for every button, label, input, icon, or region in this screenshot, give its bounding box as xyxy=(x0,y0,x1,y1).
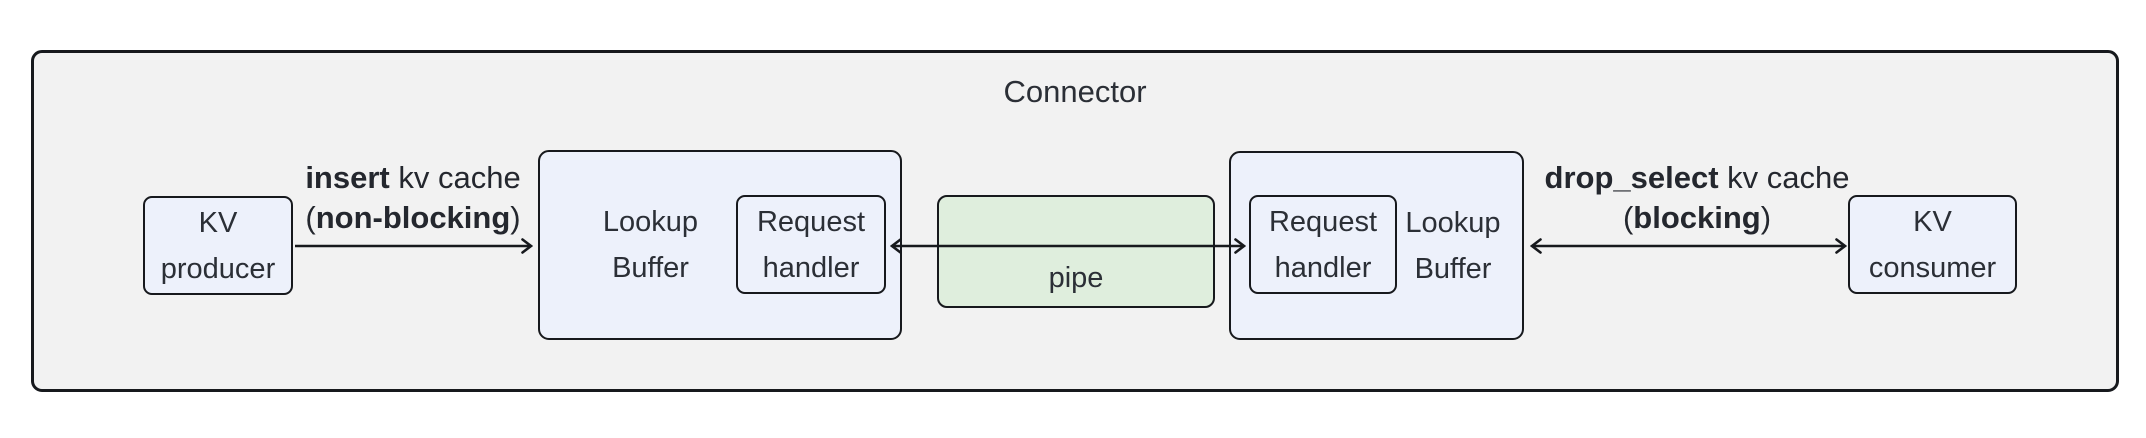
lookup-buffer-left-line2: Buffer xyxy=(612,252,689,284)
node-kv-consumer-line2: consumer xyxy=(1868,251,1997,284)
request-handler-left-line1: Request xyxy=(756,205,865,238)
edge-drop-select-bold: drop_select xyxy=(1544,160,1719,195)
edge-insert-label-line2: (non-blocking) xyxy=(270,198,556,238)
lookup-buffer-right-line1: Lookup xyxy=(1405,206,1501,239)
edge-drop-select-paren-open: ( xyxy=(1622,200,1634,235)
node-kv-producer-line2: producer xyxy=(160,252,276,285)
edge-insert-paren-bold: non-blocking xyxy=(315,200,511,235)
node-lookup-buffer-left: Lookup Buffer Request handler xyxy=(538,150,902,340)
lookup-buffer-right-line2: Buffer xyxy=(1414,252,1492,285)
edge-insert-regular: kv cache xyxy=(389,160,521,195)
node-request-handler-right: Request handler xyxy=(1249,195,1397,294)
node-kv-consumer: KV consumer xyxy=(1848,195,2017,294)
node-kv-producer-line1: KV xyxy=(198,206,238,239)
edge-insert-bold: insert xyxy=(305,160,390,195)
edge-drop-select-paren-bold: blocking xyxy=(1633,200,1761,235)
edge-drop-select-label-line2: (blocking) xyxy=(1528,198,1866,238)
node-kv-producer: KV producer xyxy=(143,196,293,295)
edge-drop-select-label: drop_select kv cache (blocking) xyxy=(1528,158,1866,238)
edge-drop-select-regular: kv cache xyxy=(1718,160,1850,195)
request-handler-right-line2: handler xyxy=(1274,251,1372,284)
edge-insert-label-line1: insert kv cache xyxy=(270,158,556,198)
edge-insert-label: insert kv cache (non-blocking) xyxy=(270,158,556,238)
lookup-buffer-left-line1: Lookup xyxy=(602,206,699,238)
edge-drop-select-label-line1: drop_select kv cache xyxy=(1528,158,1866,198)
lookup-buffer-right-label: Lookup Buffer xyxy=(1388,153,1518,338)
node-kv-consumer-line1: KV xyxy=(1913,205,1952,238)
lookup-buffer-left-label: Lookup Buffer xyxy=(558,152,743,338)
request-handler-left-line2: handler xyxy=(762,251,860,284)
node-request-handler-left: Request handler xyxy=(736,195,886,294)
edge-drop-select-paren-close: ) xyxy=(1760,200,1772,235)
request-handler-right-line1: Request xyxy=(1268,205,1377,238)
pipe-label: pipe xyxy=(1048,262,1104,294)
edge-insert-paren-close: ) xyxy=(510,200,521,235)
node-lookup-buffer-right: Request handler Lookup Buffer xyxy=(1229,151,1524,340)
connector-title: Connector xyxy=(1003,74,1147,109)
node-pipe: pipe xyxy=(937,195,1215,308)
edge-insert-paren-open: ( xyxy=(305,200,316,235)
